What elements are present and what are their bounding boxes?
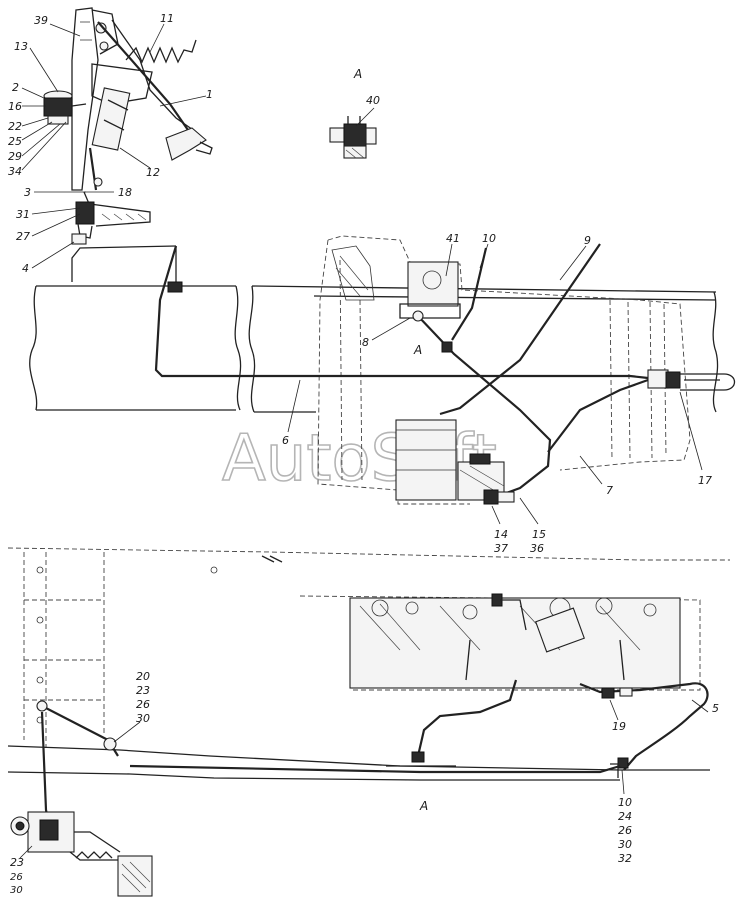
callout-14: 14 [494, 528, 508, 541]
view-label-inset-a: A [353, 67, 362, 81]
callout-15: 15 [532, 528, 546, 541]
pedal-assembly [43, 7, 213, 245]
callout-37: 37 [494, 542, 508, 555]
callout-25: 25 [8, 135, 22, 148]
callout-13: 13 [14, 40, 28, 53]
callout-11: 11 [160, 12, 174, 25]
callout-41: 41 [446, 232, 460, 245]
callout-3: 3 [24, 186, 31, 199]
inset-view-a [329, 116, 377, 159]
callout-22: 22 [8, 120, 22, 133]
callout-12: 12 [146, 166, 160, 179]
callout-32: 32 [618, 852, 632, 865]
lower-frame-view [7, 547, 730, 897]
callout-19: 19 [612, 720, 626, 733]
callout-30-mid: 30 [136, 712, 150, 725]
callout-10-lower: 10 [618, 796, 632, 809]
callout-26-bottom: 26 [10, 872, 23, 883]
callout-18: 18 [118, 186, 132, 199]
callout-20: 20 [136, 670, 150, 683]
callout-40: 40 [366, 94, 380, 107]
callout-31: 31 [16, 208, 30, 221]
callout-4: 4 [22, 262, 29, 275]
callout-9: 9 [584, 234, 591, 247]
callout-30-right: 30 [618, 838, 632, 851]
callout-2: 2 [12, 81, 19, 94]
callout-34: 34 [8, 165, 22, 178]
callout-17: 17 [698, 474, 712, 487]
callout-6: 6 [282, 434, 289, 447]
callout-36: 36 [530, 542, 544, 555]
callout-labels: 39 13 2 16 22 25 29 34 11 1 12 3 18 31 2… [8, 12, 719, 896]
callout-29: 29 [8, 150, 22, 163]
leader-lines [19, 23, 709, 859]
view-marker-a-lower: A [419, 799, 428, 813]
view-marker-a-upper: A [413, 343, 422, 357]
callout-24: 24 [618, 810, 632, 823]
callout-30-bottom: 30 [10, 885, 23, 896]
callout-39: 39 [34, 14, 48, 27]
callout-7: 7 [606, 484, 613, 497]
callout-10-upper: 10 [482, 232, 496, 245]
callout-8: 8 [362, 336, 369, 349]
callout-26-right: 26 [618, 824, 632, 837]
callout-26-mid: 26 [136, 698, 150, 711]
callout-16: 16 [8, 100, 22, 113]
callout-27: 27 [16, 230, 30, 243]
callout-5: 5 [712, 702, 719, 715]
callout-1: 1 [206, 88, 213, 101]
callout-23-bottom: 23 [10, 856, 24, 869]
callout-23-mid: 23 [136, 684, 150, 697]
upper-frame-view [29, 235, 736, 505]
